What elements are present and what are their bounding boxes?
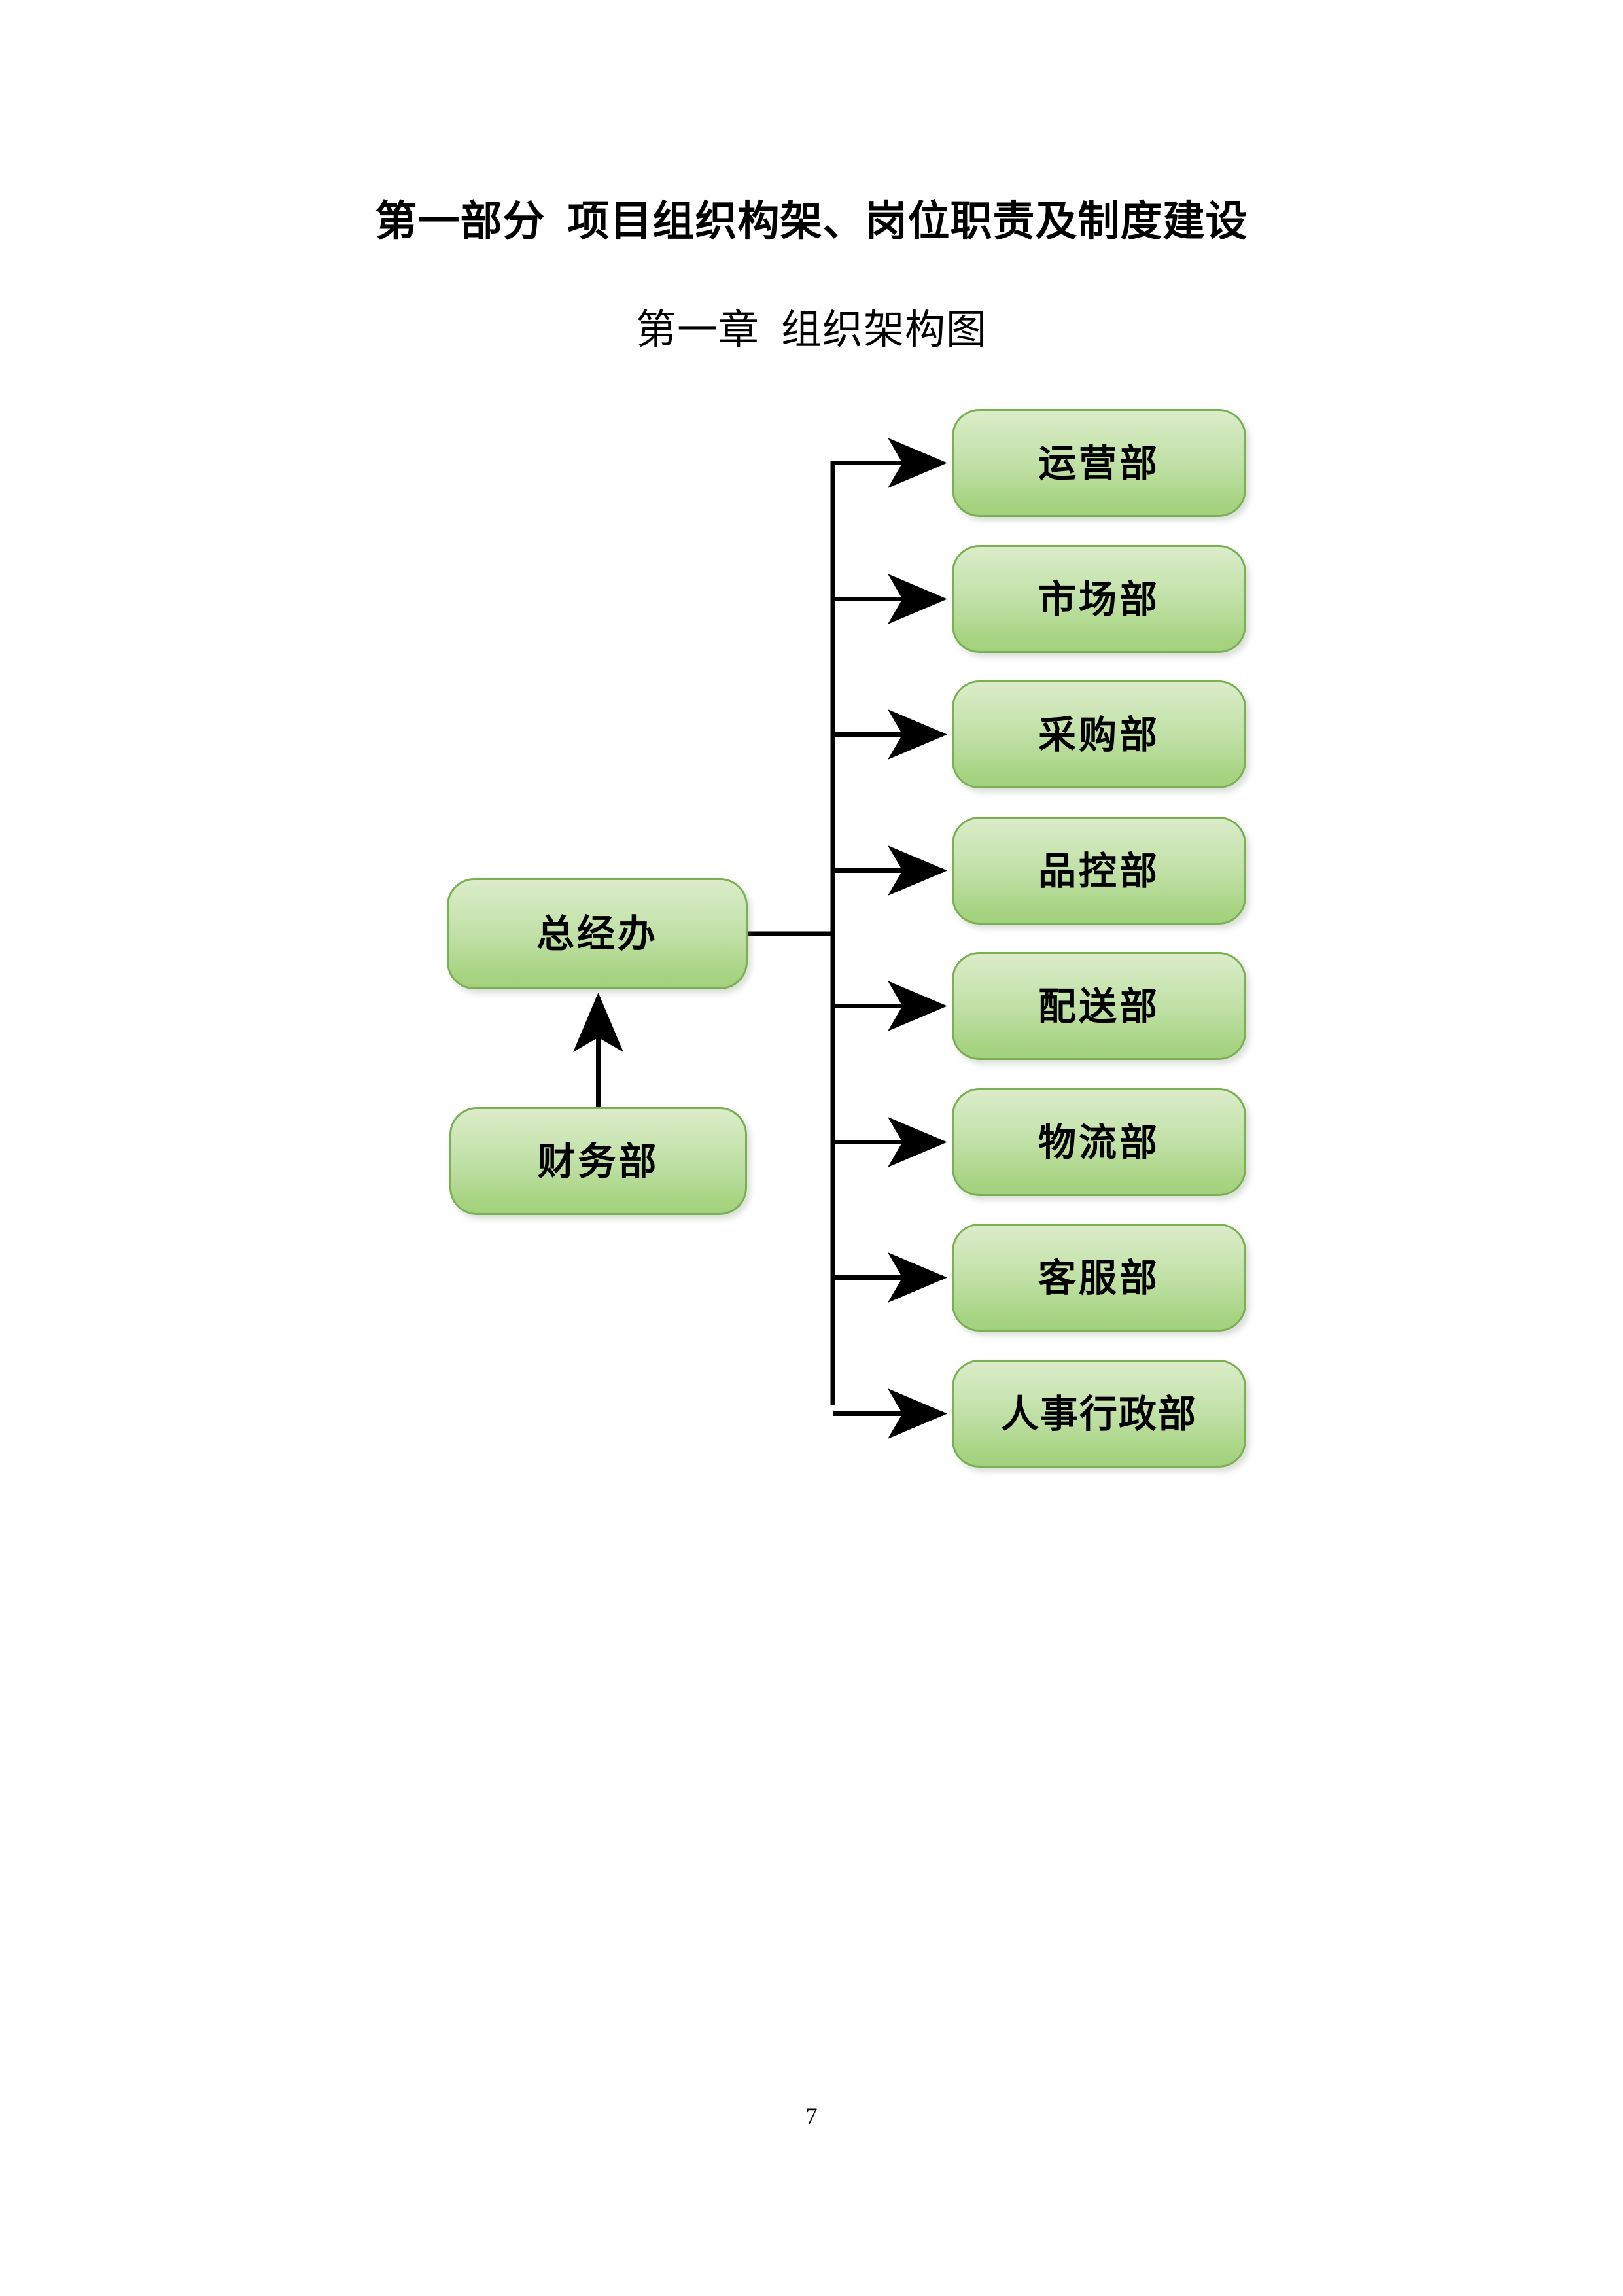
page-number: 7 (805, 2103, 818, 2129)
node-label-hr-admin: 人事行政部 (1000, 1391, 1197, 1436)
node-label-distribution: 配送部 (1038, 983, 1160, 1029)
node-procurement[interactable]: 采购部 (952, 680, 1246, 788)
node-hr-admin[interactable]: 人事行政部 (952, 1360, 1246, 1468)
node-label-marketing: 市场部 (1038, 576, 1160, 622)
node-finance[interactable]: 财务部 (449, 1107, 747, 1215)
node-general-manager-office[interactable]: 总经办 (447, 878, 748, 989)
node-logistics[interactable]: 物流部 (952, 1088, 1246, 1196)
page-title-chapter: 第一章 组织架构图 (635, 308, 987, 353)
branch-edges (833, 438, 947, 1439)
node-label-logistics: 物流部 (1038, 1120, 1160, 1165)
node-label-procurement: 采购部 (1038, 712, 1160, 757)
node-label-customer-service: 客服部 (1038, 1255, 1160, 1300)
node-operations[interactable]: 运营部 (952, 409, 1246, 517)
node-label-general-manager-office: 总经办 (536, 911, 658, 956)
node-label-finance: 财务部 (537, 1139, 659, 1184)
node-label-operations: 运营部 (1038, 440, 1160, 486)
node-marketing[interactable]: 市场部 (952, 545, 1246, 653)
node-customer-service[interactable]: 客服部 (952, 1224, 1246, 1332)
node-distribution[interactable]: 配送部 (952, 952, 1246, 1060)
page-title-part: 第一部分 项目组织构架、岗位职责及制度建设 (375, 198, 1248, 245)
node-quality-control[interactable]: 品控部 (952, 817, 1246, 925)
node-label-quality-control: 品控部 (1038, 848, 1160, 893)
